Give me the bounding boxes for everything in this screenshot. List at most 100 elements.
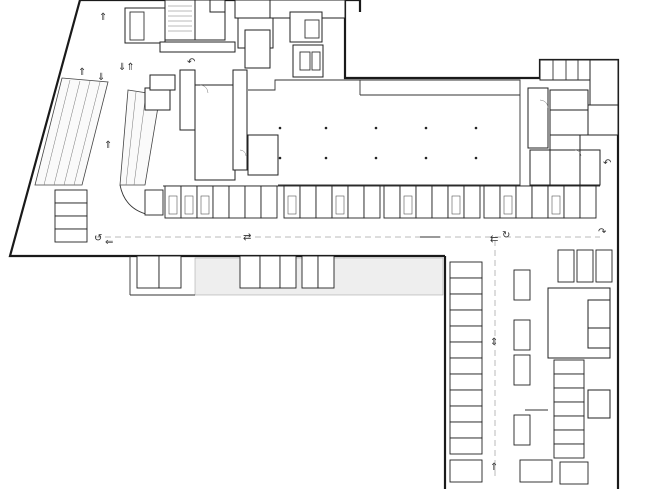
parking-stall bbox=[431, 185, 449, 219]
stair-icon bbox=[168, 5, 192, 32]
parking-stall bbox=[553, 429, 585, 445]
east-rooms bbox=[527, 59, 619, 186]
parking-stall bbox=[299, 185, 317, 219]
room-block bbox=[527, 87, 549, 149]
parking-stall bbox=[553, 373, 585, 389]
circulation-arrow-icon: ⇐ bbox=[105, 237, 113, 248]
parking-stall bbox=[180, 185, 198, 219]
parking-stall bbox=[415, 185, 433, 219]
parking-stall bbox=[212, 185, 230, 219]
parking-stall bbox=[449, 357, 483, 375]
room-block bbox=[304, 19, 320, 39]
column-icon bbox=[424, 156, 428, 160]
column-icon bbox=[324, 126, 328, 130]
west-stalls bbox=[54, 189, 164, 243]
parking-stall bbox=[553, 415, 585, 431]
parking-stall bbox=[463, 185, 481, 219]
stall-cars bbox=[168, 195, 561, 215]
room-block bbox=[292, 44, 324, 78]
parking-stall bbox=[513, 354, 531, 386]
room-block bbox=[587, 299, 611, 329]
parking-stall bbox=[483, 185, 501, 219]
room-block bbox=[234, 0, 271, 19]
parking-stall bbox=[331, 185, 349, 219]
u-turn-arrow-icon: ↻ bbox=[502, 230, 510, 241]
central-hall bbox=[248, 79, 521, 186]
stair-core bbox=[164, 0, 196, 41]
room-block bbox=[587, 104, 619, 136]
parking-stall bbox=[449, 341, 483, 359]
parking-stall bbox=[449, 261, 483, 279]
room-block bbox=[299, 51, 311, 71]
parking-stall bbox=[315, 185, 333, 219]
parking-stall bbox=[499, 185, 517, 219]
circulation-arrow-icon: ⇑ bbox=[78, 67, 86, 78]
stall-group bbox=[164, 185, 597, 219]
parking-stall bbox=[595, 249, 613, 283]
hall-boundary bbox=[248, 79, 521, 186]
parking-stall bbox=[449, 389, 483, 407]
stall-row-north bbox=[163, 185, 600, 219]
circulation-arrow-icon: ⇕ bbox=[490, 337, 498, 348]
u-turn-arrow-icon: ↶ bbox=[603, 158, 611, 169]
parking-stall bbox=[144, 189, 164, 216]
column-icon bbox=[374, 126, 378, 130]
parking-stall bbox=[54, 189, 88, 204]
parking-stall bbox=[449, 277, 483, 295]
corridor bbox=[159, 41, 236, 53]
ramp-west bbox=[34, 77, 109, 186]
parking-stall bbox=[283, 185, 301, 219]
room-block bbox=[549, 149, 581, 186]
parking-stall bbox=[399, 185, 417, 219]
parking-stall bbox=[449, 309, 483, 327]
parking-stall bbox=[515, 185, 533, 219]
circulation-arrow-icon: ⇓ bbox=[97, 72, 105, 83]
u-turn-arrow-icon: ↺ bbox=[94, 233, 102, 244]
parking-stall bbox=[563, 185, 581, 219]
parking-stall bbox=[244, 185, 262, 219]
room-block bbox=[144, 87, 171, 111]
room-block bbox=[209, 0, 226, 13]
parking-stall bbox=[557, 249, 575, 283]
column-icon bbox=[474, 126, 478, 130]
parking-stall bbox=[449, 459, 483, 483]
room-block bbox=[289, 11, 323, 43]
room-block bbox=[179, 69, 196, 131]
parking-stall bbox=[239, 255, 261, 289]
room-block bbox=[549, 109, 589, 136]
south-strip bbox=[129, 255, 444, 296]
parking-stall bbox=[54, 228, 88, 243]
room-block bbox=[539, 59, 591, 81]
circulation-arrow-icon: ⇑ bbox=[490, 462, 498, 473]
parking-stall bbox=[559, 461, 589, 485]
column-icon bbox=[324, 156, 328, 160]
circulation-arrow-icon: ⇓⇑ bbox=[118, 62, 135, 73]
parking-stall bbox=[449, 293, 483, 311]
parking-stall bbox=[228, 185, 246, 219]
parking-stall bbox=[158, 255, 182, 289]
room-block bbox=[124, 7, 166, 44]
parking-stall bbox=[447, 185, 465, 219]
circulation-arrow-icon: ⇑ bbox=[104, 140, 112, 151]
column-icon bbox=[374, 156, 378, 160]
parking-stall bbox=[449, 405, 483, 423]
outer-wall-north bbox=[80, 0, 362, 12]
u-turn-arrow-icon: ↶ bbox=[187, 57, 195, 68]
parking-stall bbox=[513, 414, 531, 446]
room-block bbox=[149, 74, 176, 91]
parking-stall bbox=[363, 185, 381, 219]
u-turn-arrow-icon: ↷ bbox=[598, 227, 607, 238]
shaft bbox=[232, 69, 248, 171]
parking-stall bbox=[317, 255, 335, 289]
details bbox=[199, 84, 582, 411]
parking-stall bbox=[196, 185, 214, 219]
column-icon bbox=[278, 126, 282, 130]
parking-stall bbox=[164, 185, 182, 219]
room-block bbox=[244, 29, 271, 69]
room-block bbox=[247, 134, 279, 176]
column-icon bbox=[474, 156, 478, 160]
circulation-arrow-icon: ⇄ bbox=[243, 232, 251, 243]
room-block bbox=[579, 149, 601, 186]
column-icon bbox=[424, 126, 428, 130]
parking-stall bbox=[579, 185, 597, 219]
